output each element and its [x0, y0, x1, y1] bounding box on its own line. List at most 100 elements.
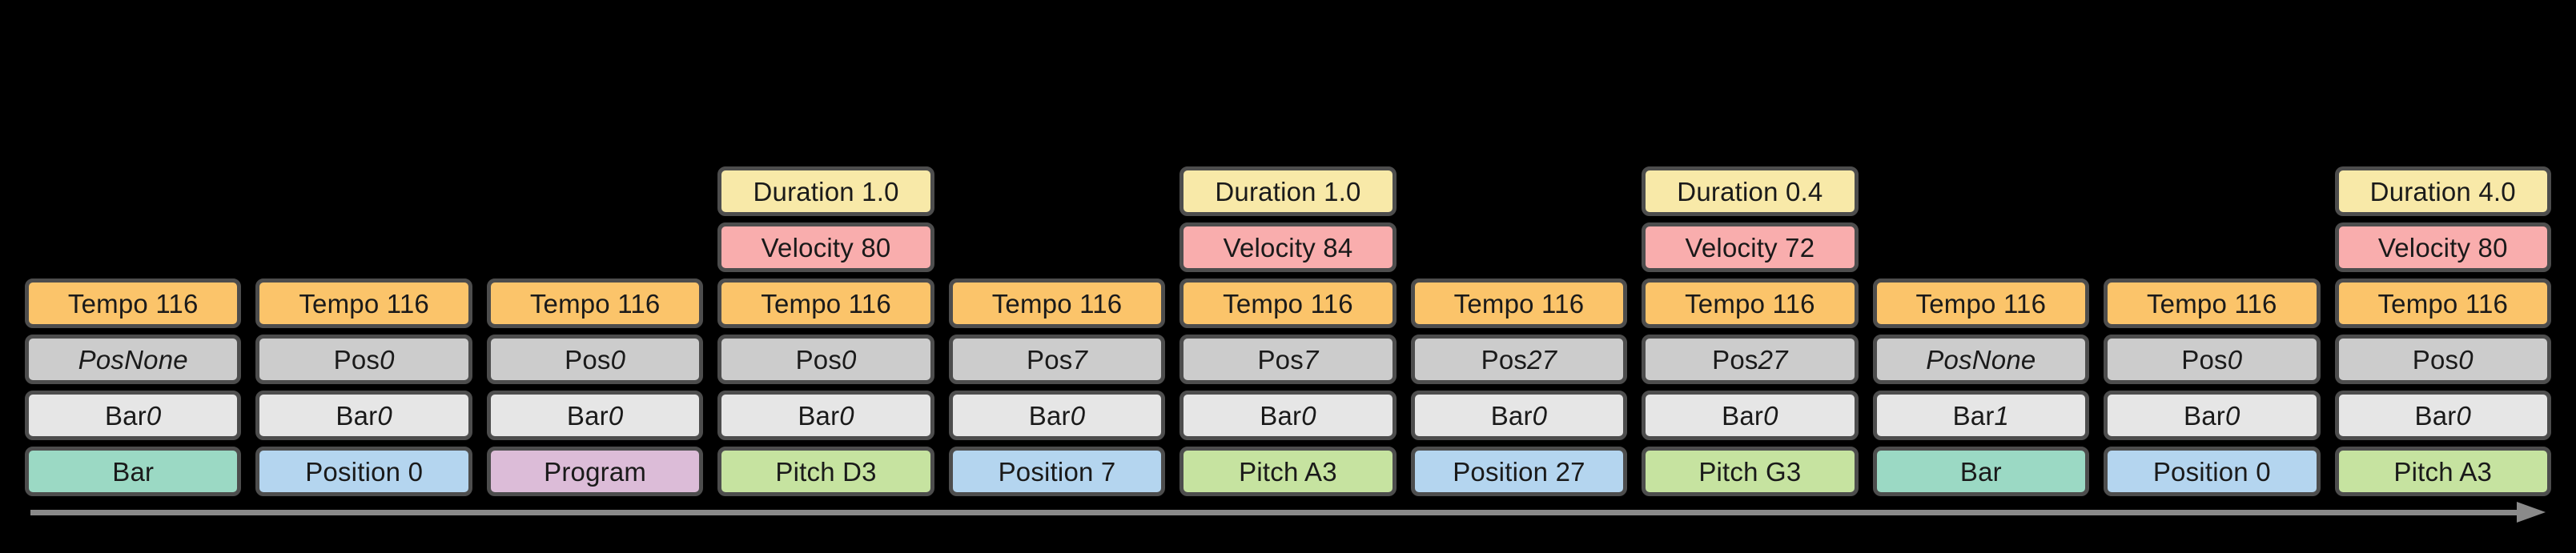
bar-value: 0: [839, 400, 854, 431]
pos-value: 0: [2227, 344, 2243, 375]
tempo-cell[interactable]: Tempo 116: [1179, 279, 1397, 328]
bar-label: Bar: [104, 400, 147, 431]
tempo-cell[interactable]: Tempo 116: [255, 279, 472, 328]
bar-value: 0: [1301, 400, 1316, 431]
token-cell[interactable]: Position 0: [2104, 447, 2321, 496]
pos-value: 0: [2458, 344, 2474, 375]
bar-value: 0: [1532, 400, 1548, 431]
bar-value: 0: [1070, 400, 1086, 431]
bar-cell[interactable]: Bar 0: [1179, 391, 1397, 440]
tempo-cell[interactable]: Tempo 116: [2104, 279, 2321, 328]
pos-label: Pos: [2181, 344, 2228, 375]
bar-label: Bar: [1722, 400, 1764, 431]
tempo-cell[interactable]: Tempo 116: [1410, 279, 1628, 328]
duration-cell[interactable]: Duration 1.0: [717, 166, 934, 216]
pos-value: 7: [1303, 344, 1319, 375]
pos-value: None: [124, 344, 188, 375]
bar-label: Bar: [798, 400, 840, 431]
tempo-cell[interactable]: Tempo 116: [1642, 279, 1859, 328]
token-cell[interactable]: Position 27: [1410, 447, 1628, 496]
bar-value: 0: [2225, 400, 2240, 431]
bar-cell[interactable]: Bar 0: [1410, 391, 1628, 440]
bar-cell[interactable]: Bar 1: [1872, 391, 2090, 440]
pos-label: Pos: [565, 344, 611, 375]
bar-cell[interactable]: Bar 0: [2334, 391, 2551, 440]
token-cell[interactable]: Bar: [1872, 447, 2090, 496]
bar-cell[interactable]: Bar 0: [948, 391, 1166, 440]
pos-cell[interactable]: Pos None: [1872, 335, 2090, 384]
time-axis: [30, 502, 2546, 523]
bar-value: 1: [1994, 400, 2010, 431]
bar-cell[interactable]: Bar 0: [2104, 391, 2321, 440]
duration-cell[interactable]: Duration 1.0: [1179, 166, 1397, 216]
pos-cell[interactable]: Pos 27: [1642, 335, 1859, 384]
pos-cell[interactable]: Pos 27: [1410, 335, 1628, 384]
bar-cell[interactable]: Bar 0: [717, 391, 934, 440]
bar-label: Bar: [1490, 400, 1533, 431]
velocity-cell[interactable]: Velocity 80: [2334, 222, 2551, 272]
pos-cell[interactable]: Pos 0: [2104, 335, 2321, 384]
token-cell[interactable]: Pitch A3: [2334, 447, 2551, 496]
pos-label: Pos: [1926, 344, 1972, 375]
tempo-cell[interactable]: Tempo 116: [25, 279, 242, 328]
pos-label: Pos: [795, 344, 842, 375]
duration-cell[interactable]: Duration 4.0: [2334, 166, 2551, 216]
pos-cell[interactable]: Pos 0: [717, 335, 934, 384]
bar-label: Bar: [1028, 400, 1071, 431]
token-cell[interactable]: Position 7: [948, 447, 1166, 496]
token-cell[interactable]: Pitch G3: [1642, 447, 1859, 496]
pos-cell[interactable]: Pos 0: [486, 335, 704, 384]
tempo-cell[interactable]: Tempo 116: [717, 279, 934, 328]
velocity-cell[interactable]: Velocity 72: [1642, 222, 1859, 272]
bar-cell[interactable]: Bar 0: [1642, 391, 1859, 440]
velocity-cell[interactable]: Velocity 80: [717, 222, 934, 272]
pos-label: Pos: [78, 344, 125, 375]
tempo-cell[interactable]: Tempo 116: [1872, 279, 2090, 328]
pos-cell[interactable]: Pos 0: [2334, 335, 2551, 384]
pos-label: Pos: [1712, 344, 1758, 375]
velocity-cell[interactable]: Velocity 84: [1179, 222, 1397, 272]
tempo-cell[interactable]: Tempo 116: [948, 279, 1166, 328]
bar-cell[interactable]: Bar 0: [255, 391, 472, 440]
pos-label: Pos: [1027, 344, 1073, 375]
pos-cell[interactable]: Pos 7: [1179, 335, 1397, 384]
token-cell[interactable]: Pitch D3: [717, 447, 934, 496]
pos-label: Pos: [333, 344, 380, 375]
duration-cell[interactable]: Duration 0.4: [1642, 166, 1859, 216]
pos-cell[interactable]: Pos 7: [948, 335, 1166, 384]
tempo-cell[interactable]: Tempo 116: [2334, 279, 2551, 328]
time-axis-arrow-icon: [2517, 502, 2546, 523]
pos-cell[interactable]: Pos 0: [255, 335, 472, 384]
pos-value: 0: [610, 344, 626, 375]
tempo-cell[interactable]: Tempo 116: [486, 279, 704, 328]
bar-label: Bar: [1952, 400, 1995, 431]
pos-cell[interactable]: Pos None: [25, 335, 242, 384]
bar-label: Bar: [1260, 400, 1302, 431]
pos-label: Pos: [1257, 344, 1304, 375]
pos-value: None: [1971, 344, 2036, 375]
bar-value: 0: [2456, 400, 2472, 431]
token-cell[interactable]: Position 0: [255, 447, 472, 496]
bar-value: 0: [1763, 400, 1778, 431]
token-cell[interactable]: Pitch A3: [1179, 447, 1397, 496]
bar-cell[interactable]: Bar 0: [486, 391, 704, 440]
pos-label: Pos: [2412, 344, 2459, 375]
token-cell[interactable]: Bar: [25, 447, 242, 496]
bar-label: Bar: [336, 400, 378, 431]
token-cell[interactable]: Program: [486, 447, 704, 496]
bar-label: Bar: [566, 400, 609, 431]
pos-value: 27: [1758, 344, 1788, 375]
bar-label: Bar: [2414, 400, 2457, 431]
bar-cell[interactable]: Bar 0: [25, 391, 242, 440]
